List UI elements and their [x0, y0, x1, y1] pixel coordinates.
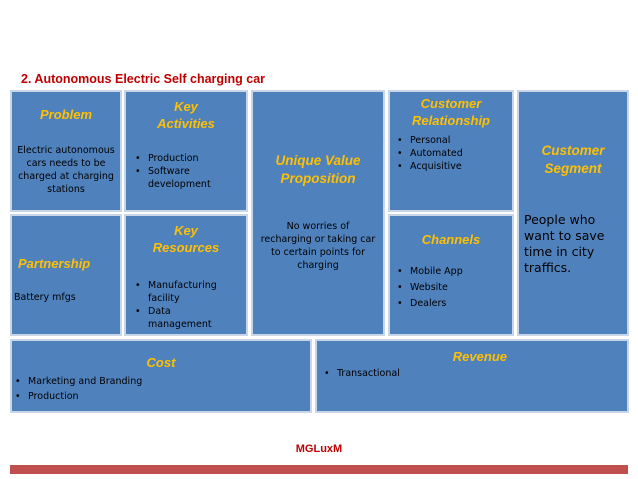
list-item: Manufacturing facility	[134, 279, 242, 305]
problem-line: stations	[47, 184, 85, 195]
key-resources-list: Manufacturing facility Data management	[134, 279, 242, 331]
customer-segment-box: Customer Segment People who want to save…	[517, 90, 629, 336]
key-activities-heading-line: Key	[174, 99, 198, 114]
revenue-list: Transactional	[323, 367, 623, 380]
list-item: Software development	[134, 165, 242, 191]
revenue-heading: Revenue	[452, 349, 507, 364]
uvp-line: No worries of	[286, 221, 350, 232]
list-item: Acquisitive	[396, 160, 508, 173]
partnership-heading: Partnership	[18, 256, 91, 271]
channels-box: Channels Mobile App Website Dealers	[388, 214, 514, 336]
key-activities-list: Production Software development	[134, 152, 242, 191]
key-resources-heading-line: Resources	[152, 240, 220, 255]
problem-line: cars needs to be	[26, 158, 106, 169]
problem-line: charged at charging	[18, 171, 114, 182]
list-item: Production	[134, 152, 242, 165]
list-item: Data management	[134, 305, 242, 331]
list-item: Website	[396, 280, 508, 296]
problem-heading: Problem	[39, 107, 92, 122]
list-item: Personal	[396, 134, 508, 147]
list-item: Production	[14, 389, 306, 404]
customer-relationship-list: Personal Automated Acquisitive	[396, 134, 508, 173]
customer-segment-heading: Customer Segment	[519, 142, 627, 178]
customer-relationship-heading-line: Relationship	[411, 113, 490, 128]
partnership-text: Battery mfgs	[14, 292, 76, 303]
key-activities-box: Key Activities Production Software develo…	[124, 90, 248, 212]
customer-segment-line: traffics.	[524, 260, 572, 275]
key-resources-box: Key Resources Manufacturing facility Data…	[124, 214, 248, 336]
uvp-heading-line: Unique Value	[275, 153, 361, 168]
customer-segment-line: People who	[524, 212, 596, 227]
revenue-box: Revenue Transactional	[315, 339, 629, 413]
uvp-text: No worries of recharging or taking car t…	[257, 220, 379, 272]
uvp-heading-line: Proposition	[280, 171, 356, 186]
customer-segment-text: People who want to save time in city tra…	[524, 212, 625, 276]
footer-bar	[10, 465, 628, 474]
customer-relationship-box: Customer Relationship Personal Automated…	[388, 90, 514, 212]
uvp-box: Unique Value Proposition No worries of r…	[251, 90, 385, 336]
customer-segment-line: time in city	[524, 244, 595, 259]
list-item-line: Manufacturing	[148, 280, 217, 291]
list-item-line: Software	[148, 166, 190, 177]
list-item: Mobile App	[396, 264, 508, 280]
uvp-line: charging	[297, 260, 339, 271]
list-item: Dealers	[396, 296, 508, 312]
uvp-line: recharging or taking car	[260, 234, 376, 245]
customer-relationship-heading-line: Customer	[420, 96, 482, 111]
customer-segment-heading-line: Segment	[544, 161, 602, 176]
cost-list: Marketing and Branding Production	[14, 374, 306, 404]
channels-heading: Channels	[421, 232, 481, 247]
list-item-line: Data	[148, 306, 171, 317]
uvp-line: to certain points for	[270, 247, 366, 258]
list-item: Automated	[396, 147, 508, 160]
customer-relationship-heading: Customer Relationship	[390, 95, 512, 129]
key-resources-heading: Key Resources	[126, 222, 246, 256]
footer-logo-text: MGLuxM	[295, 443, 343, 455]
canvas-title: 2. Autonomous Electric Self charging car	[21, 72, 266, 86]
customer-segment-heading-line: Customer	[541, 143, 605, 158]
problem-box: Problem Electric autonomous cars needs t…	[10, 90, 122, 212]
list-item: Transactional	[323, 367, 623, 380]
key-resources-heading-line: Key	[174, 223, 198, 238]
list-item-line: facility	[148, 293, 180, 304]
list-item-line: development	[148, 179, 211, 190]
list-item-line: management	[148, 319, 212, 330]
channels-list: Mobile App Website Dealers	[396, 264, 508, 312]
uvp-heading: Unique Value Proposition	[253, 152, 383, 188]
cost-heading: Cost	[146, 355, 176, 370]
cost-box: Cost Marketing and Branding Production	[10, 339, 312, 413]
list-item: Marketing and Branding	[14, 374, 306, 389]
problem-text: Electric autonomous cars needs to be cha…	[16, 144, 116, 196]
key-activities-heading: Key Activities	[126, 98, 246, 132]
key-activities-heading-line: Activities	[157, 116, 215, 131]
partnership-box: Partnership Battery mfgs	[10, 214, 122, 336]
problem-line: Electric autonomous	[17, 145, 115, 156]
list-item-line: Production	[148, 153, 199, 164]
customer-segment-line: want to save	[524, 228, 605, 243]
